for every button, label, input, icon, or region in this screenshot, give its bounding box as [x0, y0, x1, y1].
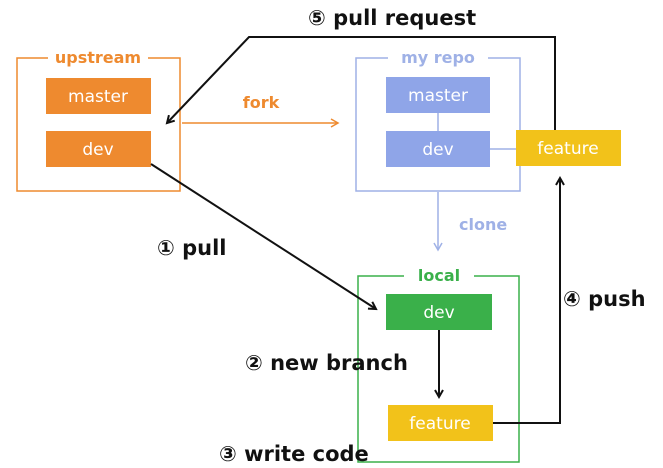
step-push-label: ④ push [563, 287, 646, 311]
repo-feature-node [516, 130, 621, 166]
upstream-group-label: upstream [55, 48, 141, 67]
upstream-master-node [46, 78, 151, 114]
local-group-label: local [418, 266, 460, 285]
repo-feature-label: feature [537, 139, 598, 159]
step-new-branch-label: ② new branch [245, 351, 408, 375]
clone-label: clone [459, 215, 507, 234]
step-pull-label: ① pull [157, 236, 226, 260]
upstream-dev-node [46, 131, 151, 167]
upstream-master-label: master [68, 87, 128, 107]
local-dev-label: dev [423, 303, 454, 323]
local-dev-node [386, 294, 492, 330]
local-feature-label: feature [409, 414, 470, 434]
repo-dev-node [386, 131, 490, 167]
step-pull-request-label: ⑤ pull request [308, 6, 476, 30]
fork-label: fork [243, 93, 280, 112]
push-arrow [493, 178, 560, 424]
my-repo-group-label: my repo [401, 48, 475, 67]
upstream-dev-label: dev [82, 140, 113, 160]
repo-master-node [386, 77, 490, 113]
repo-dev-label: dev [422, 140, 453, 160]
pull-arrow [150, 163, 376, 309]
local-feature-node [388, 405, 493, 441]
pull-request-arrow [167, 36, 556, 130]
step-write-code-label: ③ write code [219, 442, 369, 466]
repo-master-label: master [408, 86, 468, 106]
upstream-group-frame [16, 57, 181, 192]
